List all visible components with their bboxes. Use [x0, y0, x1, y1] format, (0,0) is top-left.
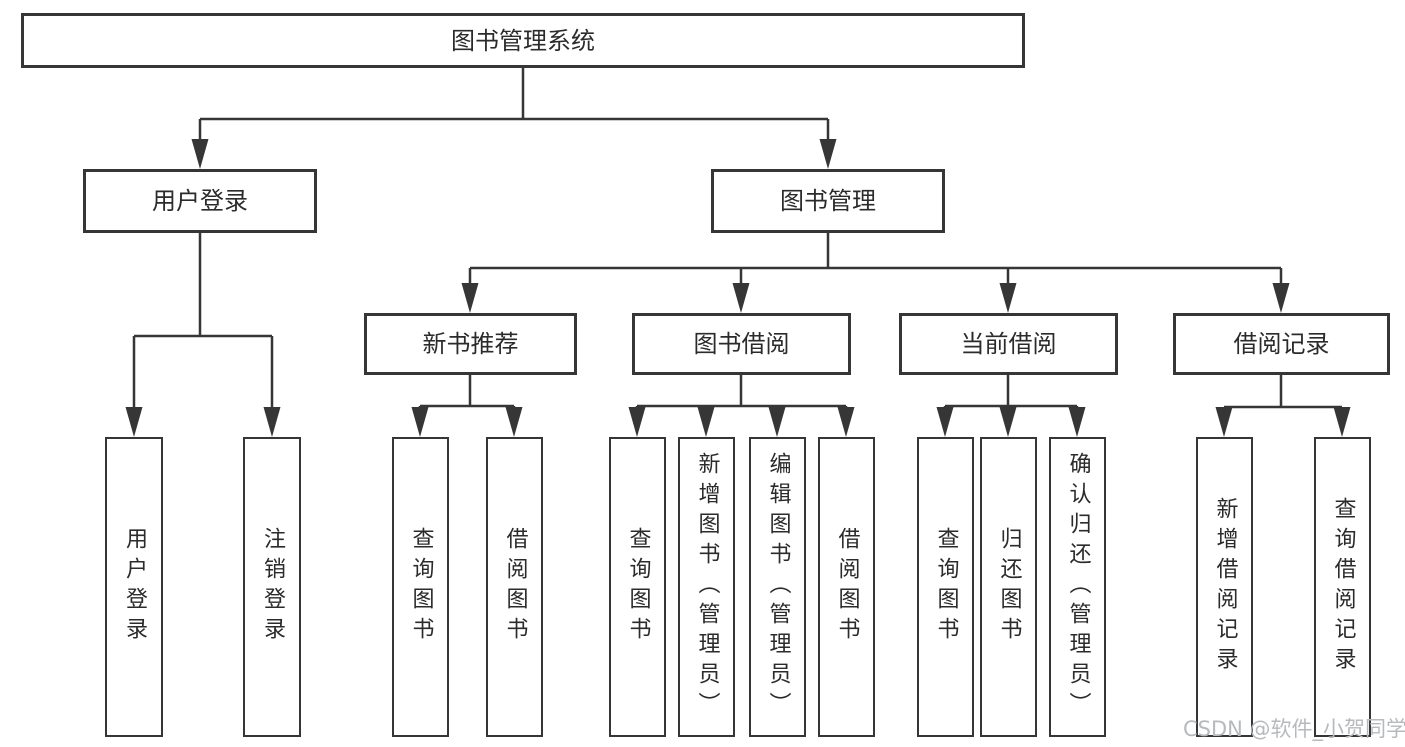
node-root: 图书管理系统: [21, 13, 1025, 68]
node-current-borrowing-label: 当前借阅: [960, 330, 1057, 358]
leaf-bb-query-books-label: 查询图书: [625, 527, 651, 647]
node-user-login: 用户登录: [83, 169, 317, 233]
node-book-borrowing-label: 图书借阅: [693, 330, 790, 358]
leaf-cb-return-books: 归还图书: [980, 437, 1037, 737]
leaf-br-add-record: 新增借阅记录: [1196, 437, 1253, 737]
node-borrowing-records: 借阅记录: [1173, 313, 1390, 375]
leaf-nbr-borrow-books: 借阅图书: [486, 437, 543, 737]
node-current-borrowing: 当前借阅: [899, 313, 1118, 375]
node-borrowing-records-label: 借阅记录: [1233, 330, 1330, 358]
leaf-bb-add-books: 新增图书（管理员）: [678, 437, 735, 737]
node-book-management-label: 图书管理: [780, 187, 876, 215]
node-new-book-recommend: 新书推荐: [364, 313, 577, 375]
leaf-nbr-borrow-books-label: 借阅图书: [502, 527, 528, 647]
leaf-br-query-record: 查询借阅记录: [1314, 437, 1371, 737]
leaf-user-login: 用户登录: [105, 437, 163, 737]
leaf-user-login-label: 用户登录: [122, 527, 147, 647]
leaf-logout-login-label: 注销登录: [260, 527, 285, 647]
leaf-nbr-query-books-label: 查询图书: [408, 527, 434, 647]
leaf-br-query-record-label: 查询借阅记录: [1330, 497, 1356, 677]
leaf-bb-query-books: 查询图书: [609, 437, 666, 737]
node-root-label: 图书管理系统: [451, 26, 595, 55]
leaf-cb-return-books-label: 归还图书: [996, 527, 1022, 647]
node-book-management: 图书管理: [711, 169, 945, 233]
leaf-bb-add-books-label: 新增图书（管理员）: [694, 452, 720, 722]
leaf-nbr-query-books: 查询图书: [392, 437, 449, 737]
node-new-book-recommend-label: 新书推荐: [422, 330, 519, 358]
leaf-cb-query-books-label: 查询图书: [933, 527, 959, 647]
leaf-cb-query-books: 查询图书: [917, 437, 974, 737]
leaf-br-add-record-label: 新增借阅记录: [1212, 497, 1238, 677]
node-book-borrowing: 图书借阅: [632, 313, 851, 375]
leaf-bb-borrow-books: 借阅图书: [818, 437, 875, 737]
leaf-logout-login: 注销登录: [243, 437, 301, 737]
leaf-cb-confirm-return: 确认归还（管理员）: [1049, 437, 1106, 737]
leaf-cb-confirm-return-label: 确认归还（管理员）: [1065, 452, 1091, 722]
node-user-login-label: 用户登录: [152, 187, 248, 215]
leaf-bb-edit-books: 编辑图书（管理员）: [749, 437, 806, 737]
leaf-bb-edit-books-label: 编辑图书（管理员）: [765, 452, 791, 722]
arrowhead-icons: [125, 139, 1351, 437]
csdn-watermark: CSDN @软件_小贺同学: [1183, 717, 1405, 741]
leaf-bb-borrow-books-label: 借阅图书: [834, 527, 860, 647]
